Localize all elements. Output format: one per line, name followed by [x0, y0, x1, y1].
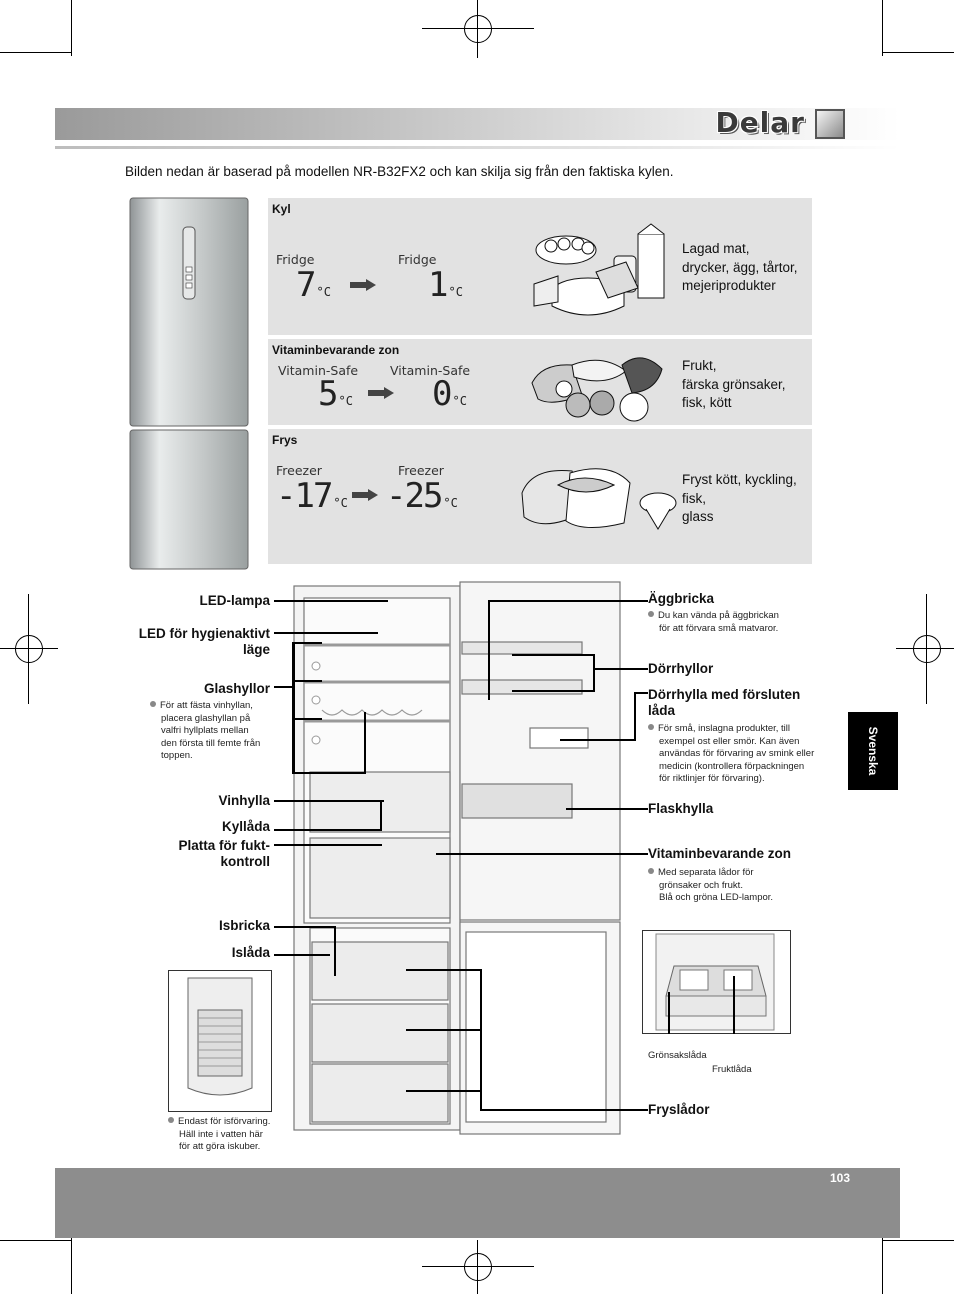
title-square-icon	[815, 109, 845, 139]
food-frozen-illustration	[521, 468, 677, 530]
food-dairy-illustration	[533, 223, 665, 316]
temp-to: 1°C	[428, 265, 463, 305]
arrow-right-icon	[350, 279, 376, 291]
zone-label: Vitaminbevarande zon	[272, 343, 400, 357]
temp-to: -25°C	[386, 476, 458, 516]
page-title: Delar	[715, 106, 805, 139]
zone-label: Frys	[272, 433, 298, 447]
open-fridge-illustration	[293, 581, 621, 1135]
note-glashyllor: För att fästa vinhyllan, placera glashyl…	[150, 700, 275, 763]
temp-from: -17°C	[276, 476, 348, 516]
note-vitamin-zon: Med separata lådor för grönsaker och fru…	[648, 867, 808, 905]
fridge-exterior-illustration	[129, 197, 249, 570]
intro-text: Bilden nedan är baserad på modellen NR-B…	[125, 164, 674, 179]
label-fryslador: Fryslådor	[648, 1102, 710, 1117]
temp-from: 5°C	[318, 374, 353, 414]
label-aggbricka: Äggbricka	[648, 591, 715, 606]
note-islada: Endast för isförvaring. Häll inte i vatt…	[168, 1116, 298, 1154]
label-isbricka: Isbricka	[218, 918, 270, 933]
label-glashyllor: Glashyllor	[203, 681, 270, 696]
label-islada: Islåda	[231, 945, 270, 960]
language-tab: Svenska	[848, 712, 898, 790]
note-aggbricka: Du kan vända på äggbrickan för att förva…	[648, 610, 798, 635]
display-label: Freezer	[276, 463, 322, 478]
display-label: Vitamin-Safe	[278, 363, 359, 378]
section-header: Delar	[55, 106, 900, 149]
label-led-lampa: LED-lampa	[199, 593, 270, 608]
zone-panel-frys: Frys Freezer -17°C Freezer -25°C Fryst k…	[268, 429, 812, 564]
display-label: Freezer	[398, 463, 444, 478]
label-dorrhyllor: Dörrhyllor	[648, 661, 714, 676]
display-label: Vitamin-Safe	[390, 363, 471, 378]
temp-from: 7°C	[296, 265, 331, 305]
label-flaskhylla: Flaskhylla	[648, 801, 714, 816]
vitamin-zone-inset-illustration	[642, 930, 791, 1034]
label-vitamin-zon: Vitaminbevarande zon	[648, 846, 792, 861]
zone-panel-kyl: Kyl Fridge 7°C Fridge 1°C Lagad mat,dryc…	[268, 198, 812, 335]
label-platta: Platta för fukt-kontroll	[178, 838, 270, 869]
arrow-right-icon	[352, 489, 378, 501]
food-produce-illustration	[531, 357, 663, 422]
footer-bar: 103	[55, 1168, 900, 1238]
food-list: Frukt,färska grönsaker,fisk, kött	[682, 358, 786, 410]
label-gronsakslada: Grönsakslåda	[648, 1050, 707, 1061]
food-list: Lagad mat,drycker, ägg, tårtor,mejeripro…	[682, 241, 798, 293]
note-dorrhylla: För små, inslagna produkter, till exempe…	[648, 723, 828, 786]
food-list: Fryst kött, kyckling,fisk,glass	[682, 472, 797, 524]
temp-to: 0°C	[432, 374, 467, 414]
zone-panel-vitamin: Vitaminbevarande zon Vitamin-Safe 5°C Vi…	[268, 339, 812, 425]
label-vinhylla: Vinhylla	[218, 793, 270, 808]
label-fruktlada: Fruktlåda	[712, 1064, 752, 1075]
zone-label: Kyl	[272, 202, 291, 216]
arrow-right-icon	[368, 387, 394, 399]
label-kyllada: Kyllåda	[221, 819, 270, 834]
display-label: Fridge	[276, 252, 315, 267]
display-label: Fridge	[398, 252, 437, 267]
page-number: 103	[829, 1171, 850, 1185]
ice-box-inset-illustration	[168, 970, 272, 1112]
